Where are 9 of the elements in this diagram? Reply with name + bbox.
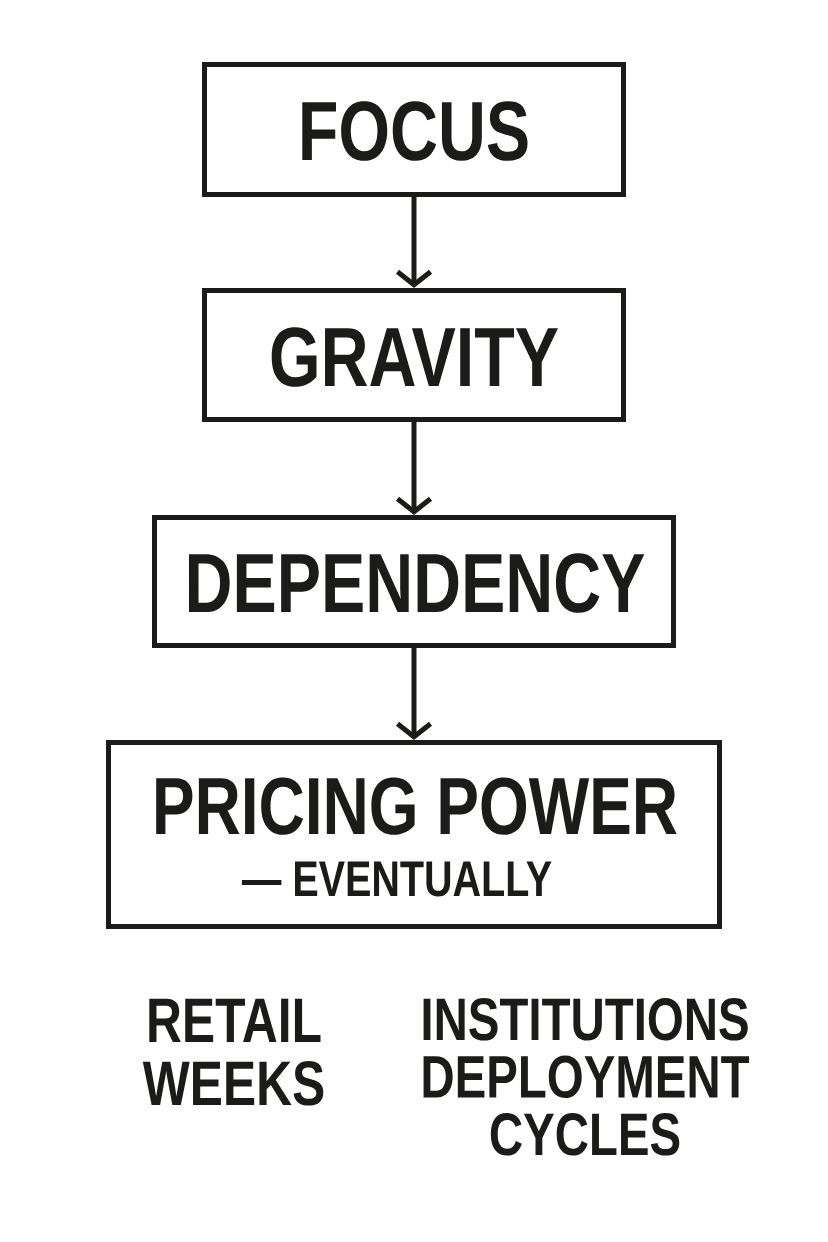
arrow <box>395 648 433 740</box>
flow-box: GRAVITY <box>202 288 626 422</box>
arrow <box>395 197 433 288</box>
flow-box: PRICING POWER — EVENTUALLY <box>106 740 722 929</box>
text-label: RETAIL WEEKS <box>142 998 324 1106</box>
arrow <box>395 422 433 515</box>
text-label: INSTITUTIONS DEPLOYMENT CYCLES <box>423 998 750 1156</box>
flow-box: FOCUS <box>202 62 626 197</box>
flow-box: DEPENDENCY <box>152 515 676 648</box>
